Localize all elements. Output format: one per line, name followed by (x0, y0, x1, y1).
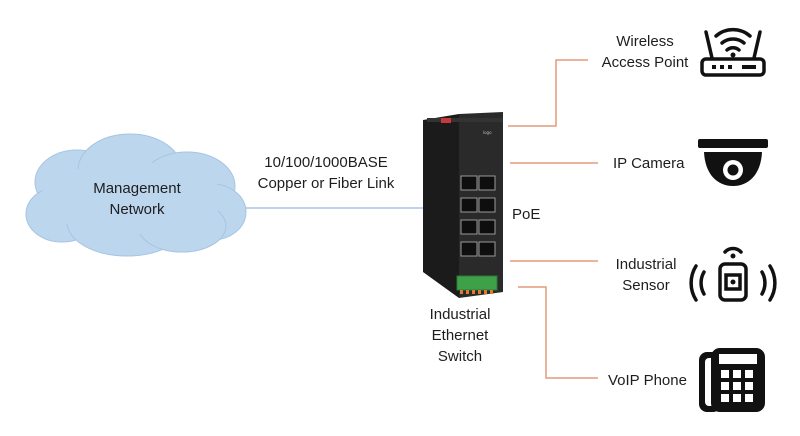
link-label-line2: Copper or Fiber Link (257, 175, 395, 192)
switch-label: Industrial Ethernet Switch (410, 304, 510, 367)
poe-label: PoE (512, 206, 541, 223)
ethernet-switch: logo (423, 112, 503, 298)
management-network-cloud (25, 133, 247, 257)
cloud-label: Management Network (77, 178, 197, 220)
sensor-label-line1: Industrial (615, 256, 677, 273)
phone-label: VoIP Phone (608, 372, 687, 389)
sensor-label-line2: Sensor (622, 277, 670, 294)
camera-label: IP Camera (613, 155, 685, 172)
cloud-label-line2: Network (109, 201, 165, 218)
svg-text:logo: logo (483, 130, 492, 135)
switch-label-line1: Industrial (429, 306, 491, 323)
link-label: 10/100/1000BASE Copper or Fiber Link (240, 152, 412, 194)
wifi-router-icon (700, 28, 766, 77)
wap-label: Wireless Access Point (590, 31, 700, 73)
sensor-label: Industrial Sensor (606, 254, 686, 296)
switch-label-line2: Ethernet (431, 327, 489, 344)
dome-camera-icon (698, 139, 768, 186)
terminal-block (456, 275, 498, 291)
rj45-ports (460, 175, 496, 257)
switch-label-line3: Switch (437, 348, 483, 365)
wap-connector (508, 59, 588, 127)
desk-phone-icon (699, 348, 765, 412)
cloud-label-line1: Management (93, 180, 181, 197)
link-label-line1: 10/100/1000BASE (264, 154, 388, 171)
wireless-sensor-icon (689, 246, 777, 302)
wap-label-line2: Access Point (601, 54, 689, 71)
wap-label-line1: Wireless (616, 33, 674, 50)
phone-connector (518, 286, 598, 379)
